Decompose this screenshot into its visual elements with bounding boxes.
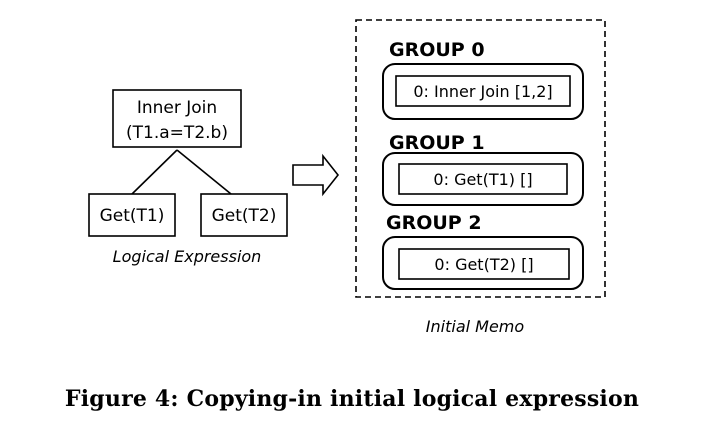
group-2-entry: 0: Get(T2) [] — [434, 255, 533, 274]
right-child-label: Get(T2) — [212, 206, 277, 226]
logical-expression-label: Logical Expression — [113, 247, 262, 266]
figure-caption: Figure 4: Copying-in initial logical exp… — [64, 386, 640, 412]
memo-dashed-border — [355, 19, 606, 298]
right-child-node: Get(T2) — [200, 193, 288, 237]
group-0-title: GROUP 0 — [389, 39, 485, 61]
group-1-title: GROUP 1 — [389, 132, 485, 154]
group-0: GROUP 0 0: Inner Join [1,2] — [382, 39, 584, 120]
edge-root-right — [176, 149, 232, 195]
left-child-label: Get(T1) — [100, 206, 165, 226]
edge-root-left — [131, 149, 178, 195]
root-node-line1: Inner Join — [137, 98, 217, 118]
initial-memo-label: Initial Memo — [426, 317, 525, 336]
group-2-title: GROUP 2 — [386, 212, 482, 234]
group-1-entry: 0: Get(T1) [] — [433, 170, 532, 189]
group-1: GROUP 1 0: Get(T1) [] — [382, 132, 584, 206]
group-0-entry: 0: Inner Join [1,2] — [413, 82, 552, 101]
diagram: Inner Join (T1.a=T2.b) Get(T1) Get(T2) L… — [88, 19, 606, 336]
root-node-inner-join: Inner Join (T1.a=T2.b) — [112, 89, 242, 148]
initial-memo: GROUP 0 0: Inner Join [1,2] GROUP 1 0: G… — [355, 19, 606, 336]
group-2: GROUP 2 0: Get(T2) [] — [382, 212, 584, 290]
logical-expression-tree: Inner Join (T1.a=T2.b) Get(T1) Get(T2) L… — [88, 89, 288, 266]
left-child-node: Get(T1) — [88, 193, 176, 237]
root-node-line2: (T1.a=T2.b) — [126, 123, 228, 143]
arrow-right-icon — [292, 153, 340, 197]
